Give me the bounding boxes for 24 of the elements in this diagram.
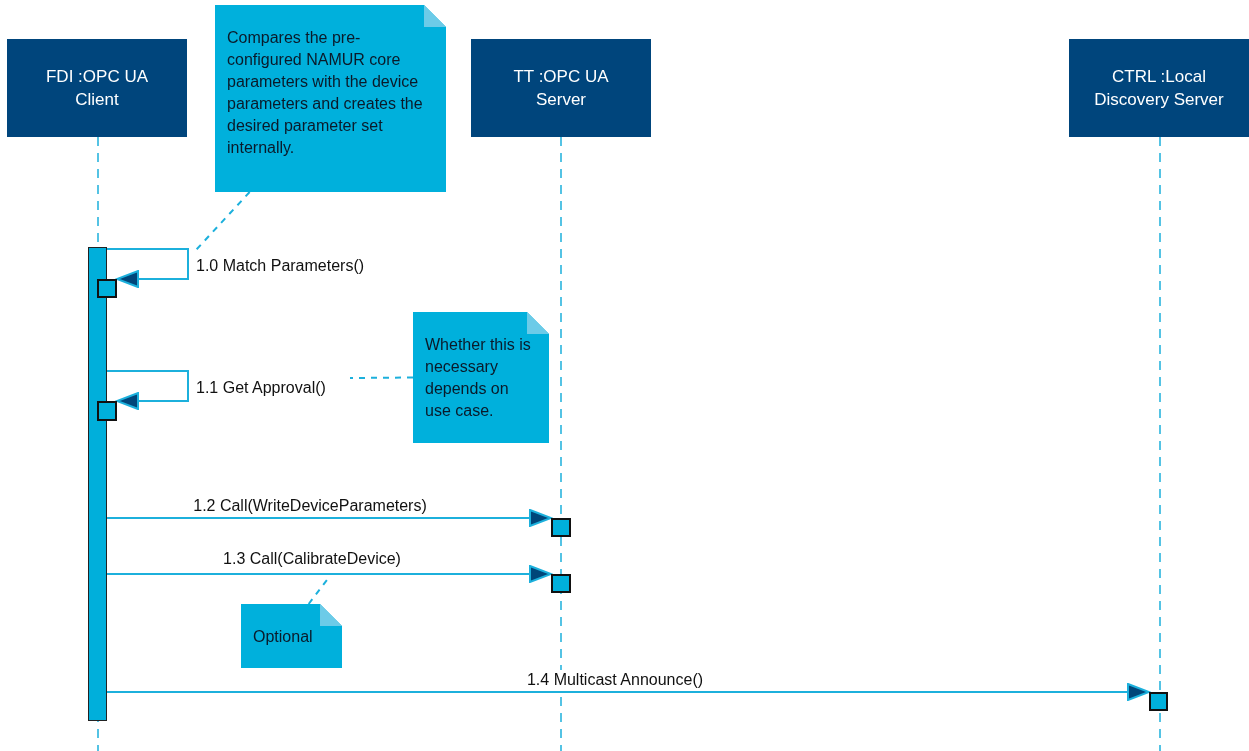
leader-line [195,191,251,251]
message-arrow [106,565,552,583]
message-arrow [106,370,189,410]
activation-bar [88,247,107,721]
message-label: 1.2 Call(WriteDeviceParameters) [193,496,427,516]
activation-box [551,518,571,537]
message-label: 1.3 Call(CalibrateDevice) [223,549,401,569]
activation-box [1149,692,1168,711]
activation-box [97,279,117,298]
lifeline-header: CTRL :Local Discovery Server [1069,39,1249,137]
lifeline-header: TT :OPC UA Server [471,39,651,137]
message-arrow [106,509,552,527]
message-label: 1.0 Match Parameters() [196,256,365,276]
note: Optional [241,604,342,668]
lifeline-header: FDI :OPC UA Client [7,39,187,137]
message-label: 1.1 Get Approval() [196,378,326,398]
message-label: 1.4 Multicast Announce() [526,670,704,690]
note: Whether this is necessary depends on use case. [413,312,549,443]
note: Compares the pre-configured NAMUR core parameters with the device parameters and creates the desired parameter set internally. [215,5,446,192]
message-arrow [106,248,189,288]
activation-box [551,574,571,593]
leader-line [349,376,414,379]
message-arrow [106,683,1150,701]
activation-box [97,401,117,421]
